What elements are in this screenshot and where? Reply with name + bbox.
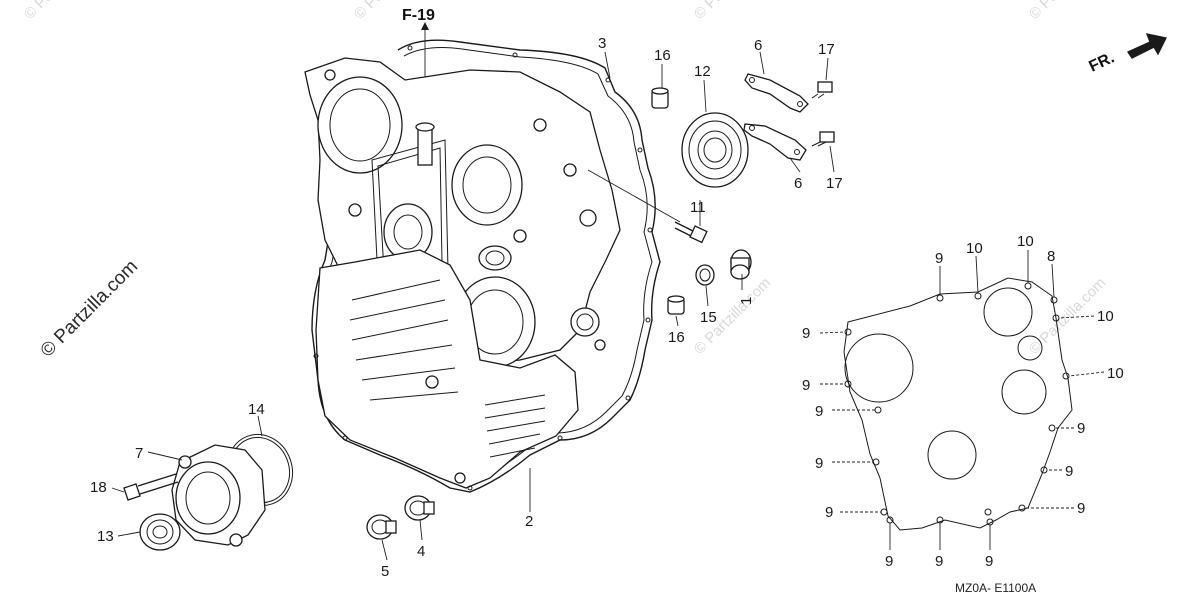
bearing (681, 112, 749, 188)
bolt-pattern-outline (843, 277, 1073, 531)
bolt-callout-9: 9 (802, 325, 810, 342)
seal-5 (366, 514, 397, 540)
callout-5: 5 (381, 563, 389, 580)
callout-2: 2 (525, 513, 533, 530)
watermark: © Partzilla.com (691, 0, 774, 23)
front-direction-arrow: FR. (1087, 33, 1167, 76)
bolt-callout-9: 9 (825, 504, 833, 521)
dowel-pin-upper (651, 87, 669, 109)
callout-4: 4 (417, 543, 425, 560)
drawing-code: MZ0A- E1100A (955, 581, 1036, 595)
set-plate-lower (743, 123, 807, 161)
callout-17-lower: 17 (826, 175, 843, 192)
callout-7: 7 (135, 445, 143, 462)
bolt-callout-9: 9 (815, 403, 823, 420)
callout-12: 12 (694, 63, 711, 80)
part-callouts: 3 16 12 6 17 6 17 11 1 15 16 14 7 18 13 … (90, 35, 843, 580)
side-watermark: © Partzilla.com (37, 256, 142, 361)
bolt-callout-9: 9 (935, 553, 943, 570)
oil-seal (139, 513, 181, 551)
callout-14: 14 (248, 401, 265, 418)
bolt-callout-8: 8 (1047, 248, 1055, 265)
bolt-callout-10: 10 (1017, 233, 1034, 250)
reference-label: F-19 (402, 7, 435, 24)
callout-6-upper: 6 (754, 37, 762, 54)
transmission-case (304, 39, 661, 493)
bolt-callout-10: 10 (966, 240, 983, 257)
bolt-callout-9: 9 (1077, 420, 1085, 437)
bolt-pattern-leaders (819, 250, 1105, 550)
bolt-pattern-callouts: 9 10 10 8 9 10 9 10 9 9 9 9 9 9 9 9 9 (802, 233, 1124, 570)
callout-6-lower: 6 (794, 175, 802, 192)
bolt-upper (811, 81, 833, 99)
watermark: © Partzilla.com (1026, 0, 1109, 23)
callout-3: 3 (598, 35, 606, 52)
bolt-callout-10: 10 (1097, 308, 1114, 325)
bolt-callout-10: 10 (1107, 365, 1124, 382)
set-plate-upper (744, 73, 809, 113)
sealing-washer (695, 264, 715, 286)
callout-16-upper: 16 (654, 47, 671, 64)
bolt-lower (811, 131, 835, 147)
bearing-holder (171, 444, 266, 547)
watermark: © Partzilla.com (21, 0, 104, 23)
callout-1: 1 (738, 297, 755, 305)
bolt-callout-9: 9 (885, 553, 893, 570)
bolt-callout-9: 9 (985, 553, 993, 570)
callout-15: 15 (700, 309, 717, 326)
callout-13: 13 (97, 528, 114, 545)
callout-16-lower: 16 (668, 329, 685, 346)
seal-4 (404, 495, 435, 521)
bolt-callout-9: 9 (1077, 500, 1085, 517)
bolt-callout-9: 9 (1065, 463, 1073, 480)
bolt-callout-9: 9 (815, 455, 823, 472)
direction-label: FR. (1087, 49, 1118, 75)
bolt-callout-9: 9 (802, 377, 810, 394)
callout-17-upper: 17 (818, 41, 835, 58)
callout-18: 18 (90, 479, 107, 496)
leader-lines (111, 51, 835, 561)
callout-11: 11 (690, 199, 706, 216)
flange-bolt (674, 221, 708, 244)
dowel-pin-lower (667, 295, 685, 315)
bolt-callout-9: 9 (935, 250, 943, 267)
holder-bolt (123, 473, 179, 501)
drain-plug (730, 249, 752, 280)
